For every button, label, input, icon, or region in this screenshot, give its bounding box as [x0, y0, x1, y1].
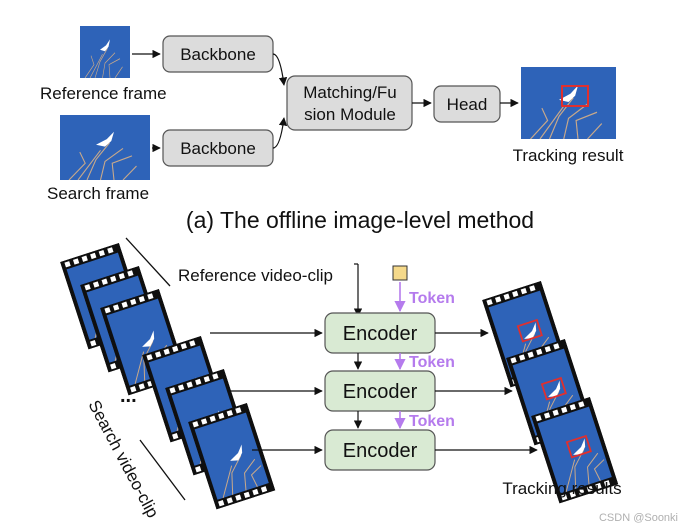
reference-frame-label: Reference frame: [40, 84, 167, 103]
backbone-top-box: Backbone: [162, 35, 274, 73]
encoder-box-1: Encoder: [324, 312, 436, 354]
backbone-bottom-to-matching-arrow: [272, 117, 288, 149]
encoder-2-label: Encoder: [343, 381, 418, 403]
encoder-box-2: Encoder: [324, 370, 436, 412]
reference-frame-image: [80, 26, 130, 78]
head-box: Head: [433, 85, 501, 123]
watermark: CSDN @Soonki: [599, 512, 678, 524]
encoder-1-label: Encoder: [343, 323, 418, 345]
tracking-result-frames: [482, 280, 619, 504]
encoder-3-label: Encoder: [343, 440, 418, 462]
search-clip-frames: [142, 335, 276, 510]
token-label-3: Token: [409, 413, 455, 430]
matching-label-line1: Matching/Fu: [303, 83, 397, 102]
reference-clip-label: Reference video-clip: [178, 266, 333, 285]
search-clip-bracket: [139, 439, 186, 501]
head-label: Head: [447, 95, 488, 114]
search-frame-label: Search frame: [47, 184, 149, 203]
matching-label-line2: sion Module: [304, 105, 396, 124]
encoder-box-3: Encoder: [324, 429, 436, 471]
backbone-top-label: Backbone: [180, 45, 256, 64]
token-label-1: Token: [409, 290, 455, 307]
backbone-bottom-label: Backbone: [180, 139, 256, 158]
backbone-bottom-box: Backbone: [162, 129, 274, 167]
tracking-results-label: Tracking results: [502, 479, 621, 498]
token-label-2: Token: [409, 354, 455, 371]
search-frame-image: [60, 115, 150, 180]
token-square: [392, 265, 408, 281]
backbone-top-to-matching-arrow: [272, 53, 288, 86]
reference-clip-bracket: [125, 237, 171, 287]
tracking-result-label: Tracking result: [513, 146, 624, 165]
matching-fusion-module-box: Matching/Fu sion Module: [286, 75, 413, 131]
tracking-result-image: [521, 67, 616, 139]
caption-offline-method: (a) The offline image-level method: [186, 207, 534, 233]
search-clip-label: Search video-clip: [84, 397, 162, 521]
ellipsis-label: ...: [120, 385, 137, 407]
